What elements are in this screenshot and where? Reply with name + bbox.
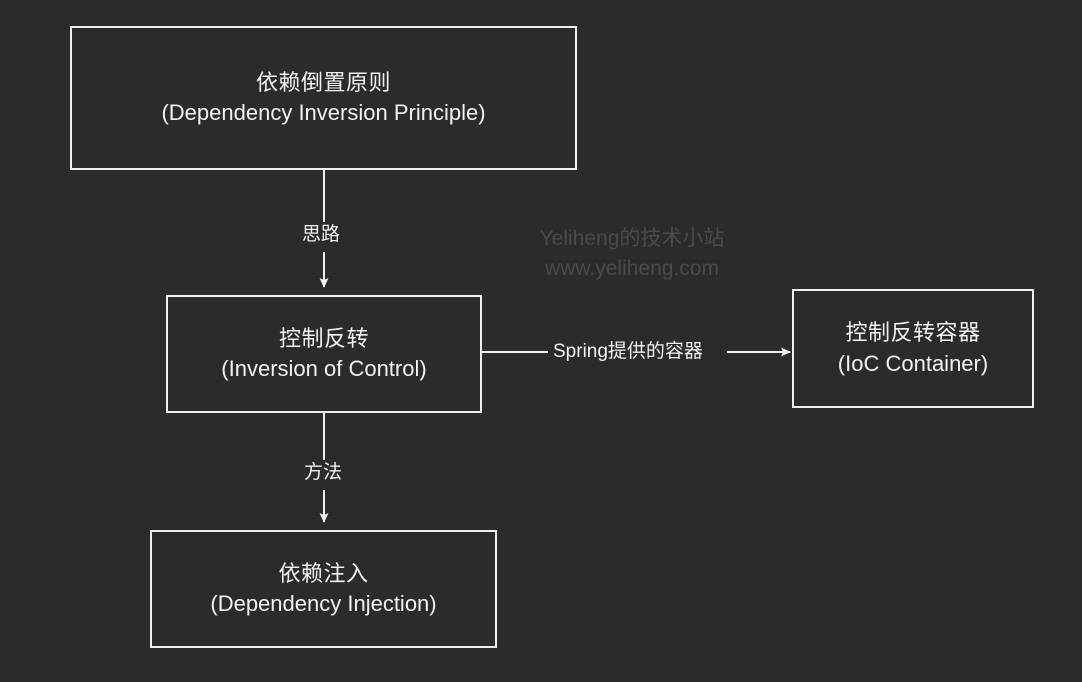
- node-dependency-injection[interactable]: 依赖注入 (Dependency Injection): [150, 530, 497, 648]
- node-inversion-of-control[interactable]: 控制反转 (Inversion of Control): [166, 295, 482, 413]
- node-title-en: (Dependency Inversion Principle): [161, 100, 486, 125]
- node-title-cn: 控制反转: [278, 325, 369, 351]
- node-title-en: (IoC Container): [837, 350, 989, 376]
- node-title-en: (Inversion of Control): [221, 356, 427, 381]
- node-title-en: (Dependency Injection): [210, 591, 437, 616]
- edge-label-ioc-to-di: 方法: [299, 462, 348, 485]
- watermark-line-2: www.yeliheng.com: [545, 256, 719, 280]
- node-title-cn: 依赖倒置原则: [255, 69, 391, 95]
- node-dependency-inversion-principle[interactable]: 依赖倒置原则 (Dependency Inversion Principle): [70, 26, 577, 170]
- watermark-line-1: Yeliheng的技术小站: [539, 227, 725, 250]
- node-title-cn: 依赖注入: [278, 560, 369, 586]
- edge-label-dip-to-ioc: 思路: [297, 224, 346, 247]
- node-title-cn: 控制反转容器: [845, 320, 981, 346]
- node-ioc-container[interactable]: 控制反转容器 (IoC Container): [792, 289, 1034, 408]
- watermark: Yeliheng的技术小站 www.yeliheng.com: [522, 224, 742, 284]
- edge-label-ioc-to-container: Spring提供的容器: [548, 341, 708, 364]
